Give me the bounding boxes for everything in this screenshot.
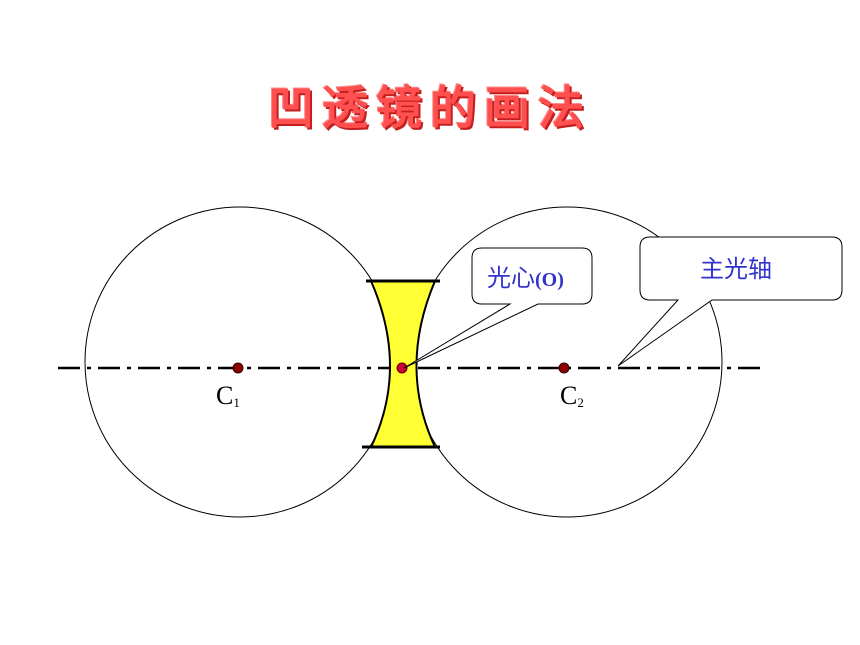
principal-axis-callout: 主光轴 xyxy=(617,236,843,367)
c1-point xyxy=(232,362,244,374)
c2-label: C2 xyxy=(560,381,584,410)
c2-point xyxy=(558,362,570,374)
c1-label: C1 xyxy=(216,381,240,410)
left-circle xyxy=(84,206,396,518)
optical-center-point xyxy=(396,362,408,374)
optical-center-callout: 光心(O) xyxy=(403,247,593,369)
svg-text:主光轴: 主光轴 xyxy=(700,255,772,283)
svg-text:光心(O): 光心(O) xyxy=(487,264,564,292)
page-title: 凹透镜的画法 xyxy=(268,81,592,135)
